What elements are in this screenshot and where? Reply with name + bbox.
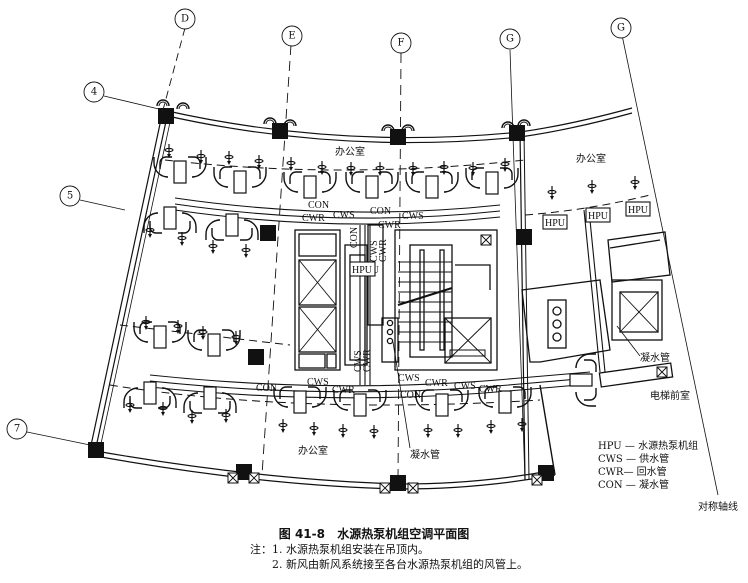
svg-text:4: 4 (91, 87, 97, 98)
pipe-run-lower (149, 209, 606, 399)
legend: HPU — 水源热泵机组 CWS — 供水管 CWR— 回水管 CON — 凝水… (598, 440, 698, 492)
svg-text:CWR: CWR (302, 213, 325, 224)
right-hpu-boxes (349, 201, 651, 277)
hvac-floor-plan: D E F G G 4 5 7 (6, 8, 719, 496)
svg-text:凝水管: 凝水管 (640, 351, 670, 364)
svg-text:办公室: 办公室 (335, 145, 365, 158)
svg-text:G: G (617, 23, 625, 34)
axis-lines (26, 27, 719, 496)
svg-text:F: F (398, 38, 405, 49)
restroom-core (521, 231, 674, 388)
svg-text:电梯前室: 电梯前室 (650, 389, 690, 402)
svg-text:E: E (288, 31, 295, 42)
svg-text:CWS: CWS (333, 210, 355, 221)
svg-text:CWS: CWS (369, 240, 380, 262)
svg-text:凝水管: 凝水管 (410, 448, 440, 461)
legend-item-hpu: HPU — 水源热泵机组 (598, 441, 699, 452)
exterior-walls (89, 107, 633, 490)
svg-text:CON: CON (400, 390, 421, 401)
svg-text:办公室: 办公室 (576, 152, 606, 165)
legend-item-con: CON — 凝水管 (598, 480, 669, 491)
svg-text:HPU: HPU (352, 265, 373, 276)
pipe-code-labels: CON CWR CWS CON CWS CWR CON CWS CWR CWS … (256, 200, 502, 401)
svg-text:CWR: CWR (362, 349, 373, 372)
duct-lines (109, 159, 651, 406)
svg-text:CWS: CWS (353, 350, 364, 372)
axis-bubble-f: F (390, 32, 412, 54)
axis-bubble-d: D (174, 8, 196, 30)
svg-text:CWS: CWS (402, 211, 424, 222)
right-hpu-text: HPU HPU HPU HPU (352, 205, 649, 276)
svg-text:CON: CON (349, 227, 360, 248)
symmetry-axis-label: 对称轴线 (698, 502, 738, 513)
axis-bubble-g2: G (610, 17, 632, 39)
svg-text:CWS: CWS (307, 377, 329, 388)
pipe-run-upper (174, 197, 501, 385)
svg-text:CWR: CWR (378, 220, 401, 231)
svg-text:CWR: CWR (332, 385, 355, 396)
svg-text:5: 5 (67, 191, 73, 202)
axis-bubble-4: 4 (83, 81, 105, 103)
svg-text:HPU: HPU (588, 211, 609, 222)
note-1: 注：1. 水源热泵机组安装在吊顶内。 (250, 543, 429, 556)
room-labels: 办公室 办公室 办公室 电梯前室 (298, 145, 690, 457)
svg-text:CON: CON (370, 206, 391, 217)
figure-number: 图 41-8 (278, 527, 325, 541)
condensate-annotations: 凝水管 凝水管 (392, 325, 670, 461)
svg-text:CWR: CWR (479, 384, 502, 395)
figure-title: 水源热泵机组空调平面图 (337, 527, 470, 541)
axis-bubble-5: 5 (59, 185, 81, 207)
note-2: 2. 新风由新风系统接至各台水源热泵机组的风管上。 (272, 558, 528, 571)
svg-text:CWS: CWS (454, 381, 476, 392)
axis-bubble-g1: G (499, 28, 521, 50)
figure-caption: 图 41-8 水源热泵机组空调平面图 (0, 525, 748, 542)
svg-text:CWS: CWS (398, 373, 420, 384)
svg-text:D: D (181, 14, 189, 25)
svg-text:HPU: HPU (545, 218, 566, 229)
axis-bubble-7: 7 (6, 418, 28, 440)
axis-bubble-e: E (281, 25, 303, 47)
svg-text:CWR: CWR (378, 239, 389, 262)
legend-item-cwr: CWR— 回水管 (598, 467, 667, 478)
svg-text:CON: CON (256, 383, 277, 394)
svg-text:7: 7 (14, 424, 20, 435)
legend-item-cws: CWS — 供水管 (598, 454, 670, 465)
svg-text:HPU: HPU (628, 205, 649, 216)
svg-text:G: G (506, 34, 514, 45)
svg-text:CWR: CWR (425, 378, 448, 389)
svg-text:办公室: 办公室 (298, 444, 328, 457)
building-core (294, 224, 498, 371)
svg-text:CON: CON (308, 200, 329, 211)
notes: 注：1. 水源热泵机组安装在吊顶内。 2. 新风由新风系统接至各台水源热泵机组的… (250, 542, 528, 572)
